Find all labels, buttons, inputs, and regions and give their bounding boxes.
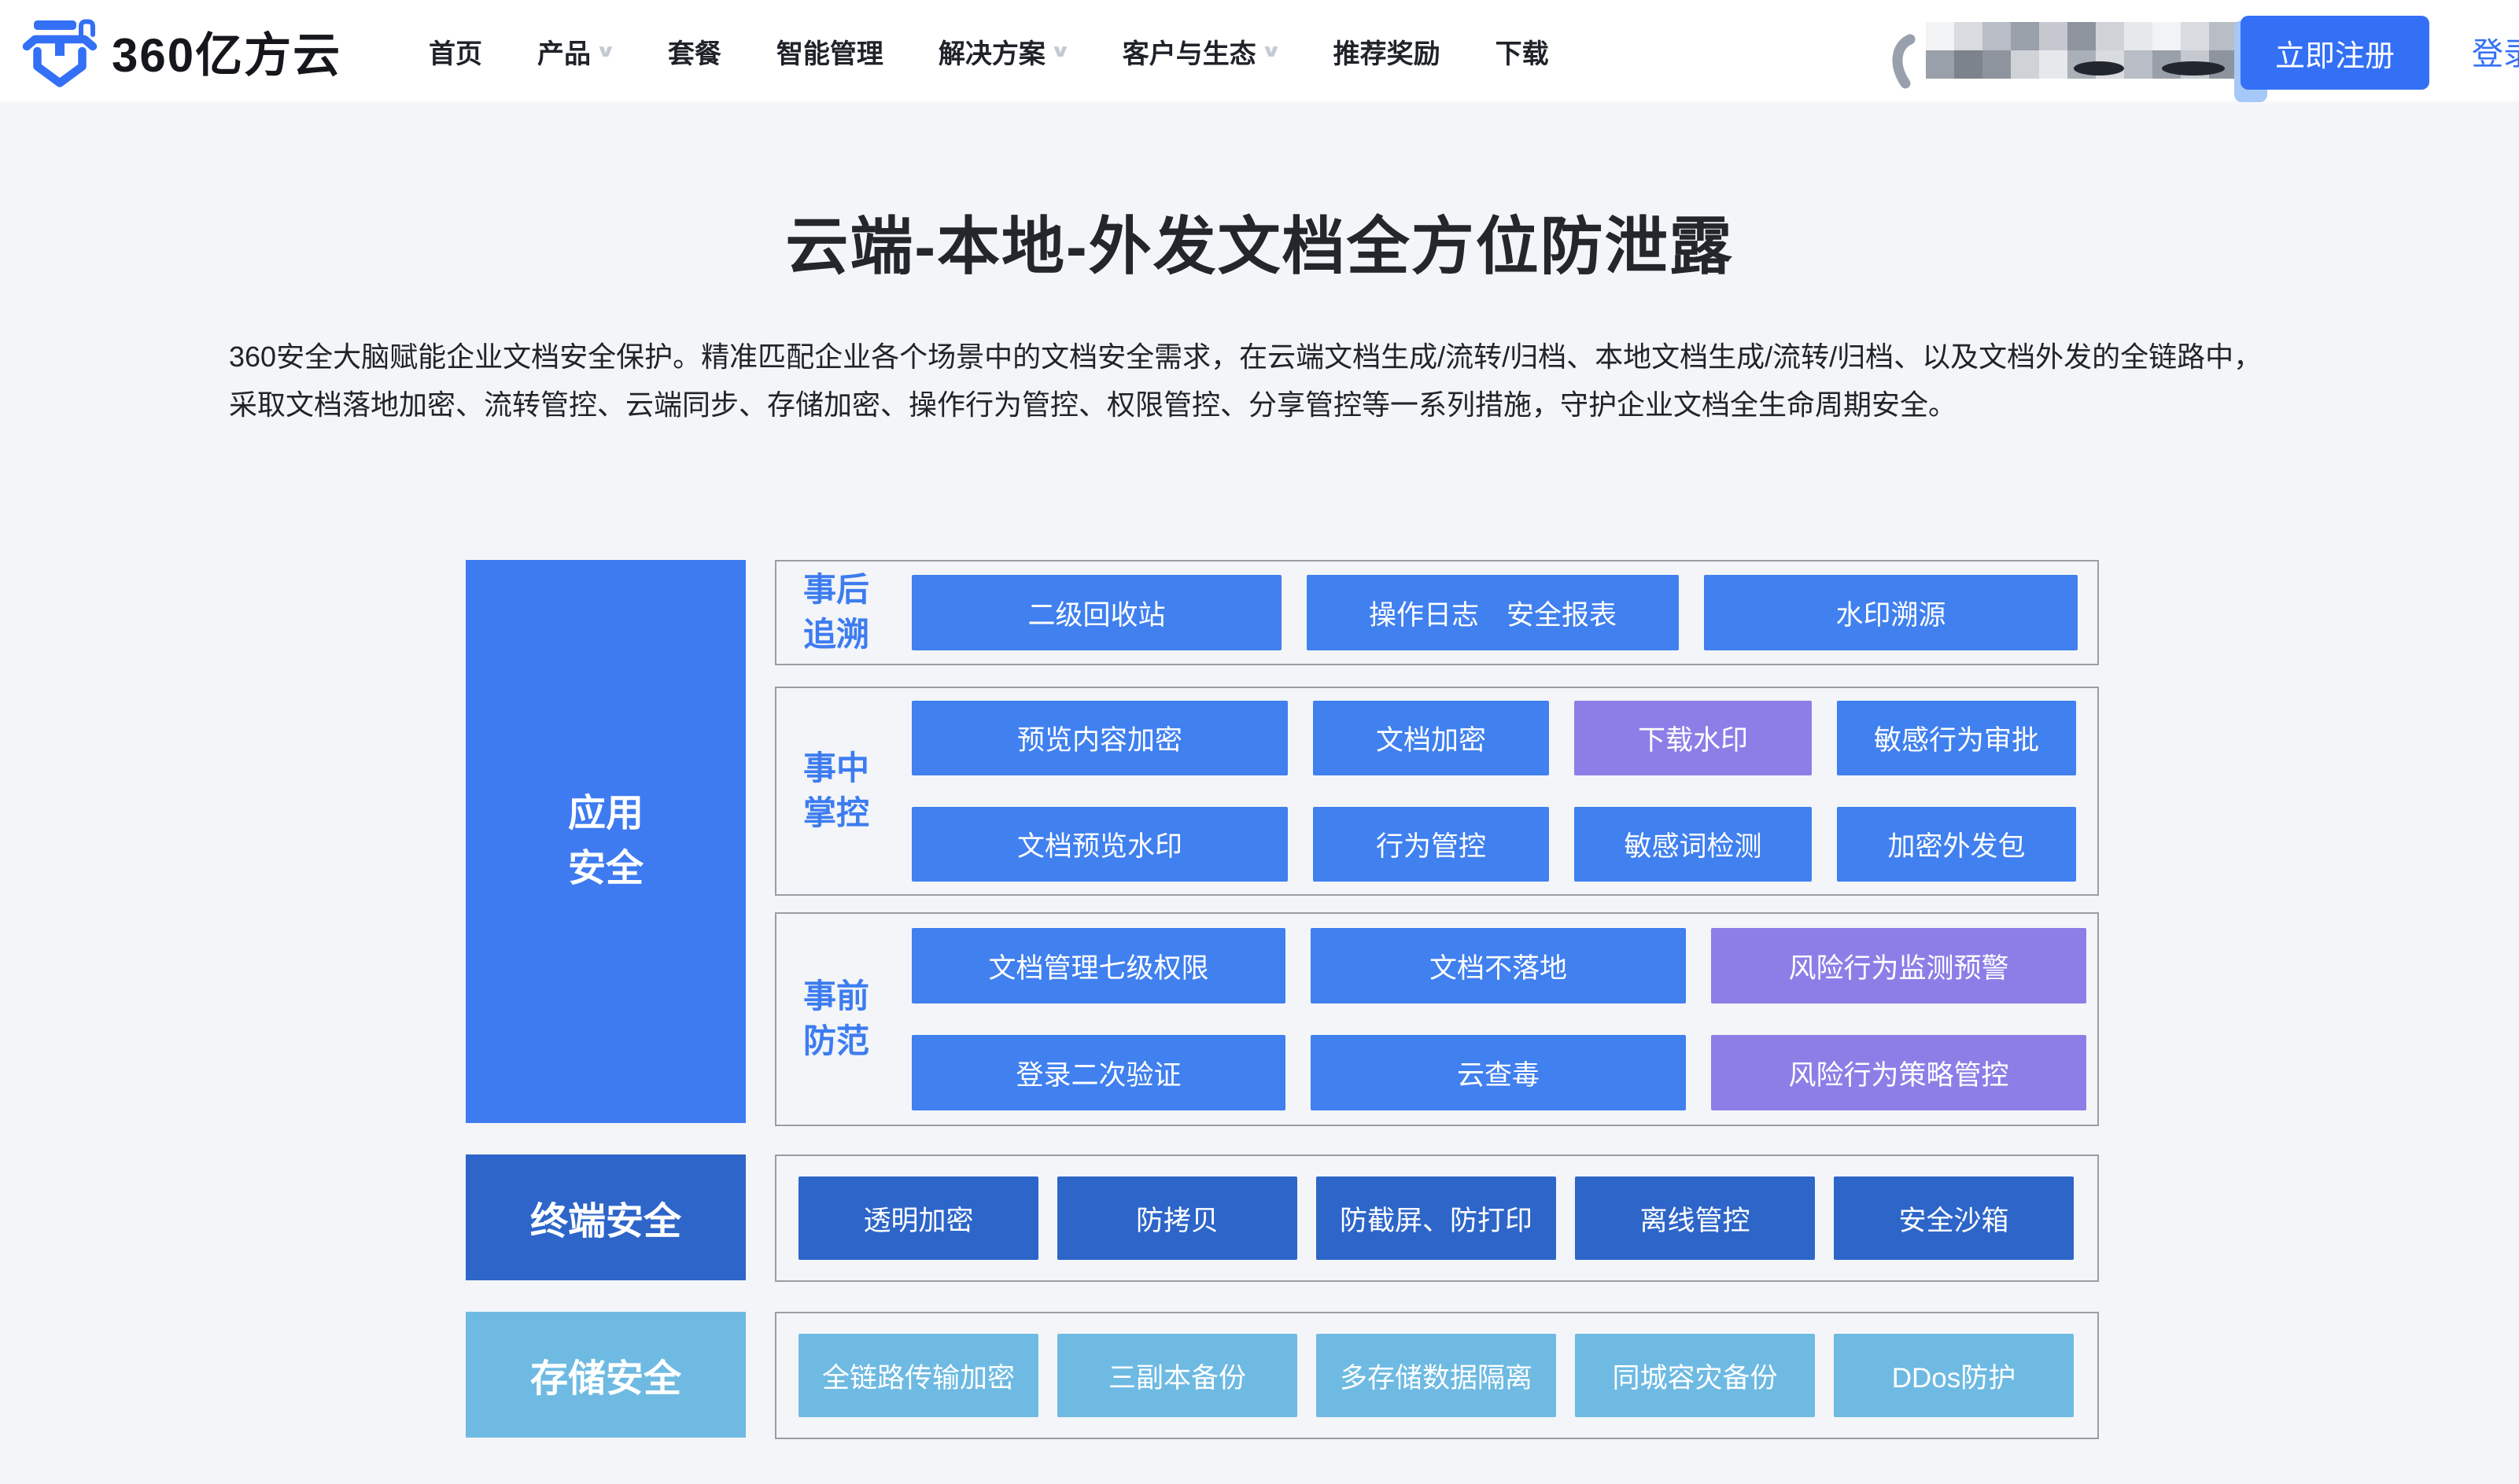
- feature-box: 安全沙箱: [1834, 1177, 2074, 1260]
- chevron-down-icon: ∨: [1260, 41, 1282, 61]
- feature-box: 三副本备份: [1057, 1334, 1297, 1417]
- group-terminal-security: 透明加密 防拷贝 防截屏、防打印 离线管控 安全沙箱: [775, 1154, 2099, 1282]
- feature-box: 行为管控: [1313, 807, 1549, 882]
- contact-phone-area: [1886, 22, 2237, 94]
- feature-box: 多存储数据隔离: [1316, 1334, 1556, 1417]
- logo-text: 360亿方云: [112, 28, 342, 82]
- nav-item-download[interactable]: 下载: [1495, 39, 1549, 69]
- feature-box: 风险行为策略管控: [1711, 1035, 2086, 1110]
- nav-item-plans[interactable]: 套餐: [667, 39, 721, 69]
- chevron-down-icon: ∨: [1049, 41, 1071, 61]
- chevron-down-icon: ∨: [595, 41, 617, 61]
- logo-icon: [22, 19, 98, 87]
- feature-box: 下载水印: [1574, 701, 1812, 775]
- login-link[interactable]: 登录: [2472, 37, 2519, 72]
- group-label: 事前 防范: [803, 978, 870, 1059]
- feature-box: 防拷贝: [1057, 1177, 1297, 1260]
- feature-box: 水印溯源: [1704, 575, 2078, 650]
- group-advance-prevention: 事前 防范 文档管理七级权限 文档不落地 风险行为监测预警 登录二次验证 云查毒…: [775, 912, 2099, 1126]
- feature-box: 文档不落地: [1311, 928, 1686, 1003]
- feature-box: 登录二次验证: [912, 1035, 1285, 1110]
- section-description: 360安全大脑赋能企业文档安全保护。精准匹配企业各个场景中的文档安全需求，在云端…: [229, 341, 2263, 421]
- feature-box: 敏感词检测: [1574, 807, 1812, 882]
- feature-box: 文档加密: [1313, 701, 1549, 775]
- feature-box: 防截屏、防打印: [1316, 1177, 1556, 1260]
- register-button[interactable]: 立即注册: [2241, 16, 2429, 90]
- nav-item-referral-rewards[interactable]: 推荐奖励: [1333, 39, 1440, 69]
- feature-box: DDos防护: [1834, 1334, 2074, 1417]
- category-terminal-security: 终端安全: [466, 1154, 746, 1280]
- top-navigation-bar: 360亿方云 首页 产品∨ 套餐 智能管理 解决方案∨ 客户与生态∨ 推荐奖励 …: [0, 0, 2519, 102]
- feature-box: 操作日志 安全报表: [1307, 575, 1679, 650]
- phone-icon: [1892, 34, 1916, 89]
- group-label: 事中 掌控: [803, 749, 870, 831]
- main-nav: 首页 产品∨ 套餐 智能管理 解决方案∨ 客户与生态∨ 推荐奖励 下载: [429, 0, 1549, 102]
- feature-box: 文档管理七级权限: [912, 928, 1285, 1003]
- nav-item-product[interactable]: 产品∨: [537, 39, 617, 69]
- nav-item-home[interactable]: 首页: [429, 39, 482, 69]
- feature-box: 文档预览水印: [912, 807, 1288, 882]
- group-storage-security: 全链路传输加密 三副本备份 多存储数据隔离 同城容灾备份 DDos防护: [775, 1312, 2099, 1439]
- feature-box: 云查毒: [1311, 1035, 1686, 1110]
- feature-box: 透明加密: [798, 1177, 1038, 1260]
- feature-box: 加密外发包: [1837, 807, 2076, 882]
- page-title: 云端-本地-外发文档全方位防泄露: [785, 212, 1734, 282]
- group-label: 事后 追溯: [803, 571, 870, 653]
- feature-box: 二级回收站: [912, 575, 1282, 650]
- group-post-event-tracing: 事后 追溯 二级回收站 操作日志 安全报表 水印溯源: [775, 560, 2099, 665]
- feature-box: 敏感行为审批: [1837, 701, 2076, 775]
- nav-item-solutions[interactable]: 解决方案∨: [938, 39, 1071, 69]
- nav-item-customers-ecosystem[interactable]: 客户与生态∨: [1122, 39, 1282, 69]
- redacted-phone-number: [1926, 22, 2237, 79]
- feature-box: 离线管控: [1575, 1177, 1815, 1260]
- group-in-process-control: 事中 掌控 预览内容加密 文档加密 下载水印 敏感行为审批 文档预览水印 行为管…: [775, 687, 2099, 896]
- feature-box: 全链路传输加密: [798, 1334, 1038, 1417]
- category-app-security: 应用 安全: [466, 560, 746, 1123]
- security-architecture-diagram: 应用 安全 终端安全 存储安全 事后 追溯 二级回收站 操作日志 安全报表 水印…: [0, 560, 2519, 1456]
- category-storage-security: 存储安全: [466, 1312, 746, 1438]
- nav-item-smart-management[interactable]: 智能管理: [776, 39, 883, 69]
- feature-box: 预览内容加密: [912, 701, 1288, 775]
- feature-box: 风险行为监测预警: [1711, 928, 2086, 1003]
- security-section: 云端-本地-外发文档全方位防泄露 360安全大脑赋能企业文档安全保护。精准匹配企…: [0, 103, 2519, 1484]
- logo[interactable]: 360亿方云: [22, 0, 341, 102]
- feature-box: 同城容灾备份: [1575, 1334, 1815, 1417]
